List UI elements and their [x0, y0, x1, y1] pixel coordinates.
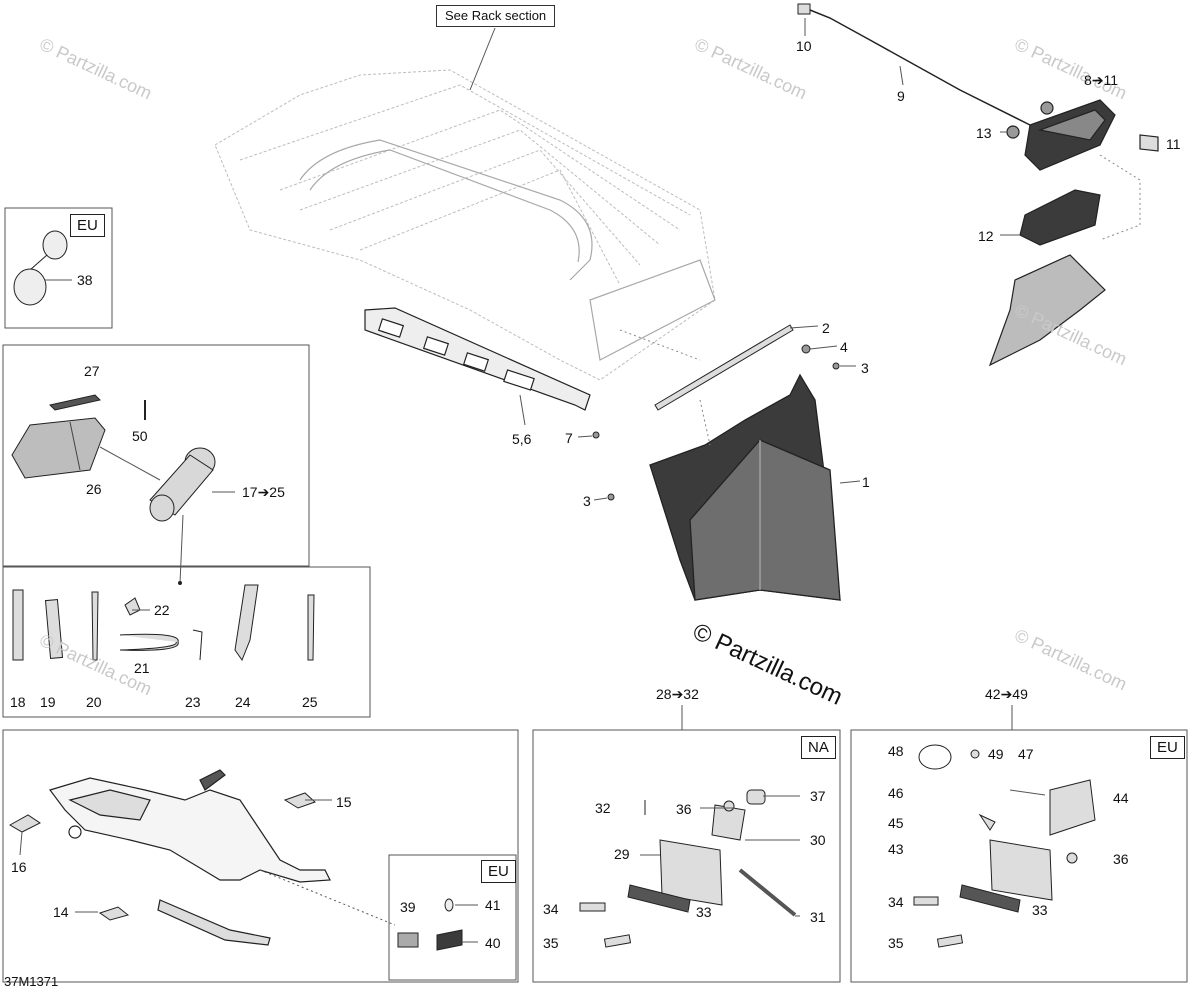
taillight: [988, 99, 1159, 367]
eu-plate-box: [850, 729, 1188, 983]
callout-label[interactable]: 34: [888, 894, 904, 910]
region-tag-eu: EU: [481, 860, 516, 883]
callout-label[interactable]: 32: [595, 800, 611, 816]
callout-label[interactable]: 47: [1018, 746, 1034, 762]
callout-label[interactable]: 41: [485, 897, 501, 913]
callout-label[interactable]: 11: [1166, 136, 1181, 152]
callout-label[interactable]: 9: [897, 88, 905, 104]
callout-label[interactable]: 8➔11: [1084, 72, 1119, 88]
callout-label[interactable]: 28➔32: [656, 686, 699, 702]
callout-label[interactable]: 1: [862, 474, 870, 490]
callout-label[interactable]: 20: [86, 694, 102, 710]
callout-label[interactable]: 26: [86, 481, 102, 497]
callout-label[interactable]: 49: [988, 746, 1004, 762]
callout-label[interactable]: 12: [978, 228, 994, 244]
callout-label[interactable]: 5,6: [512, 431, 532, 447]
callout-label[interactable]: 3: [861, 360, 869, 376]
flap-bar: [654, 324, 794, 411]
rack-outline: [214, 69, 716, 381]
callout-label[interactable]: 27: [84, 363, 100, 379]
reflectors: [8, 792, 316, 921]
callout-label[interactable]: 35: [888, 935, 904, 951]
callout-label[interactable]: 17➔25: [242, 484, 285, 500]
callout-label[interactable]: 3: [583, 493, 591, 509]
mirror-box: [4, 207, 113, 329]
callout-label[interactable]: 24: [235, 694, 251, 710]
callout-label[interactable]: 39: [400, 899, 416, 915]
callout-label[interactable]: 14: [53, 904, 69, 920]
callout-label[interactable]: 36: [676, 801, 692, 817]
rack-callout-line: [469, 27, 496, 91]
callout-label[interactable]: 29: [614, 846, 630, 862]
callout-label[interactable]: 43: [888, 841, 904, 857]
callout-label[interactable]: 10: [796, 38, 812, 54]
callout-label[interactable]: 19: [40, 694, 56, 710]
callout-label[interactable]: 38: [77, 272, 93, 288]
snowmobile: [49, 769, 331, 946]
tool-canister: [149, 447, 216, 522]
callout-label[interactable]: 25: [302, 694, 318, 710]
callout-label[interactable]: 46: [888, 785, 904, 801]
callout-label[interactable]: 18: [10, 694, 26, 710]
mirror-part: [13, 230, 68, 306]
eu-plate-parts: [913, 744, 1096, 948]
callout-label[interactable]: 42➔49: [985, 686, 1028, 702]
tools-box: [2, 566, 371, 718]
callout-label[interactable]: 22: [154, 602, 170, 618]
callout-label[interactable]: 45: [888, 815, 904, 831]
see-rack-note[interactable]: See Rack section: [436, 5, 556, 27]
region-tag-na: NA: [801, 736, 836, 759]
toolkit-bag-box: [2, 344, 310, 567]
callout-label[interactable]: 23: [185, 694, 201, 710]
tools: [12, 584, 315, 662]
na-plate-box: [532, 729, 841, 983]
tool-bag: [11, 394, 106, 479]
callout-label[interactable]: 35: [543, 935, 559, 951]
reflector-box: [2, 729, 519, 983]
callout-label[interactable]: 7: [565, 430, 573, 446]
callout-label[interactable]: 21: [134, 660, 150, 676]
callout-label[interactable]: 37: [810, 788, 826, 804]
callout-label[interactable]: 16: [11, 859, 27, 875]
eu-reflector-box: [388, 854, 517, 981]
region-tag-eu: EU: [70, 214, 105, 237]
wiring-harness: [809, 9, 1031, 126]
callout-label[interactable]: 31: [810, 909, 826, 925]
side-deflector: [364, 307, 591, 411]
callout-label[interactable]: 13: [976, 125, 992, 141]
callout-label[interactable]: 50: [132, 428, 148, 444]
callout-label[interactable]: 4: [840, 339, 848, 355]
drawing-code: 37M1371: [4, 974, 59, 989]
snow-flap: [649, 373, 841, 601]
callout-label[interactable]: 33: [1032, 902, 1048, 918]
callout-label[interactable]: 44: [1113, 790, 1129, 806]
callout-label[interactable]: 40: [485, 935, 501, 951]
callout-label[interactable]: 34: [543, 901, 559, 917]
callout-label[interactable]: 33: [696, 904, 712, 920]
na-plate-parts: [579, 789, 797, 948]
region-tag-eu: EU: [1150, 736, 1185, 759]
reflector-bracket: [397, 898, 463, 951]
callout-label[interactable]: 2: [822, 320, 830, 336]
callout-label[interactable]: 15: [336, 794, 352, 810]
callout-label[interactable]: 36: [1113, 851, 1129, 867]
callout-label[interactable]: 30: [810, 832, 826, 848]
callout-label[interactable]: 48: [888, 743, 904, 759]
